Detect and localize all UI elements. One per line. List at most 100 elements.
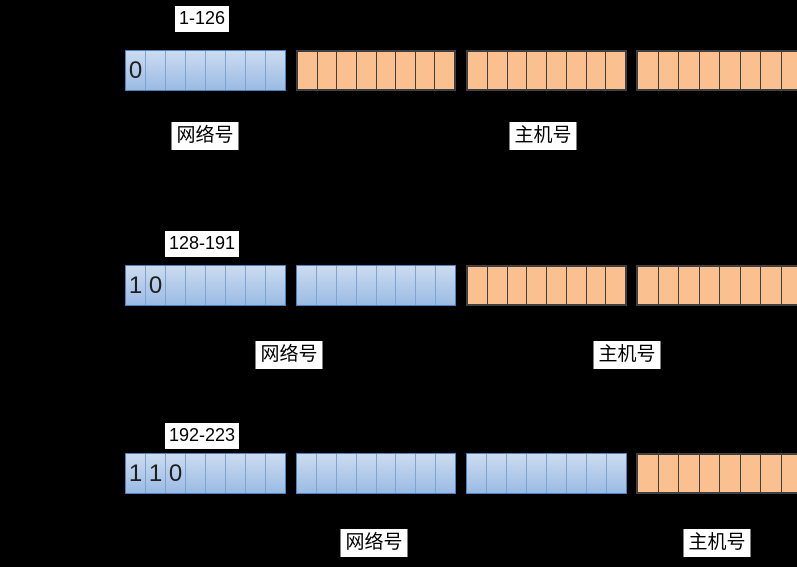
class-a-octet-1-network: 0: [125, 50, 286, 91]
bit-cell: [186, 454, 206, 493]
bit-cell: [507, 454, 527, 493]
bit-cell: [186, 266, 206, 305]
class-a-bit-bar: 0: [0, 50, 797, 91]
bit-cell: 0: [146, 266, 166, 305]
bit-cell: [527, 267, 547, 304]
bit-cell: [607, 454, 626, 493]
bit-cell: [266, 454, 285, 493]
bit-cell: [782, 267, 797, 304]
bit-cell: [246, 266, 266, 305]
bit-cell: [337, 454, 357, 493]
class-b-host-label: 主机号: [593, 341, 661, 369]
bit-cell: [720, 52, 741, 89]
bit-cell: 1: [126, 454, 146, 493]
class-b-network-label: 网络号: [255, 341, 323, 369]
bit-cell: [396, 266, 417, 305]
bit-cell: [357, 52, 377, 89]
bit-cell: [679, 267, 700, 304]
bit-cell: [298, 52, 318, 89]
bit-cell: [318, 52, 338, 89]
bit-cell: [357, 454, 377, 493]
class-a-octet-4-host: [636, 50, 797, 91]
bit-cell: [761, 52, 782, 89]
class-c-host-label: 主机号: [683, 529, 751, 557]
bit-cell: [508, 267, 528, 304]
bit-cell: [700, 52, 720, 89]
bit-cell: [396, 52, 416, 89]
bit-cell: [297, 454, 317, 493]
bit-cell: [266, 266, 285, 305]
bit-cell: [700, 267, 720, 304]
bit-cell: [146, 51, 166, 90]
bit-cell: 1: [146, 454, 166, 493]
bit-cell: [416, 454, 437, 493]
bit-cell: [206, 51, 226, 90]
bit-cell: [377, 52, 397, 89]
bit-cell: [468, 267, 488, 304]
bit-cell: [416, 266, 437, 305]
bit-cell: [488, 267, 508, 304]
class-a-range-label: 1-126: [174, 6, 230, 32]
bit-cell: [436, 454, 455, 493]
bit-cell: [226, 266, 246, 305]
bit-cell: [166, 51, 186, 90]
bit-cell: [638, 455, 659, 492]
bit-cell: [761, 455, 782, 492]
bit-cell: [206, 266, 226, 305]
bit-cell: [317, 266, 337, 305]
class-c-octet-2-network: [296, 453, 456, 494]
bit-cell: [186, 51, 206, 90]
bit-cell: [377, 266, 397, 305]
bit-cell: 0: [166, 454, 186, 493]
bit-cell: [638, 267, 659, 304]
bit-cell: [527, 454, 547, 493]
bit-cell: [337, 266, 357, 305]
bit-cell: [606, 267, 625, 304]
class-b-octet-4-host: [636, 265, 797, 306]
bit-cell: [741, 267, 761, 304]
class-a-octet-2-host: [296, 50, 456, 91]
class-b-octet-3-host: [466, 265, 627, 306]
bit-cell: [567, 454, 587, 493]
bit-cell: [527, 52, 547, 89]
bit-cell: [547, 267, 567, 304]
bit-cell: [396, 454, 417, 493]
bit-cell: [679, 52, 700, 89]
bit-cell: [416, 52, 436, 89]
bit-cell: [488, 52, 508, 89]
bit-cell: [700, 455, 720, 492]
bit-cell: [720, 455, 741, 492]
bit-cell: [659, 52, 679, 89]
bit-cell: [761, 267, 782, 304]
bit-cell: [377, 454, 397, 493]
bit-cell: [720, 267, 741, 304]
bit-cell: [679, 455, 700, 492]
bit-cell: [547, 454, 567, 493]
bit-cell: [508, 52, 528, 89]
bit-cell: [246, 454, 266, 493]
bit-cell: [741, 52, 761, 89]
bit-cell: [659, 455, 679, 492]
bit-cell: [226, 51, 246, 90]
class-b-octet-2-network: [296, 265, 456, 306]
bit-cell: [638, 52, 659, 89]
class-c-octet-3-network: [466, 453, 627, 494]
bit-cell: [606, 52, 625, 89]
bit-cell: [567, 52, 587, 89]
bit-cell: [659, 267, 679, 304]
bit-cell: [226, 454, 246, 493]
bit-cell: [782, 52, 797, 89]
bit-cell: [357, 266, 377, 305]
bit-cell: 0: [126, 51, 146, 90]
class-b-range-label: 128-191: [164, 231, 240, 257]
bit-cell: [266, 51, 285, 90]
bit-cell: [337, 52, 357, 89]
class-c-range-label: 192-223: [164, 423, 240, 449]
bit-cell: [206, 454, 226, 493]
bit-cell: [435, 52, 454, 89]
class-c-octet-4-host: [636, 453, 797, 494]
